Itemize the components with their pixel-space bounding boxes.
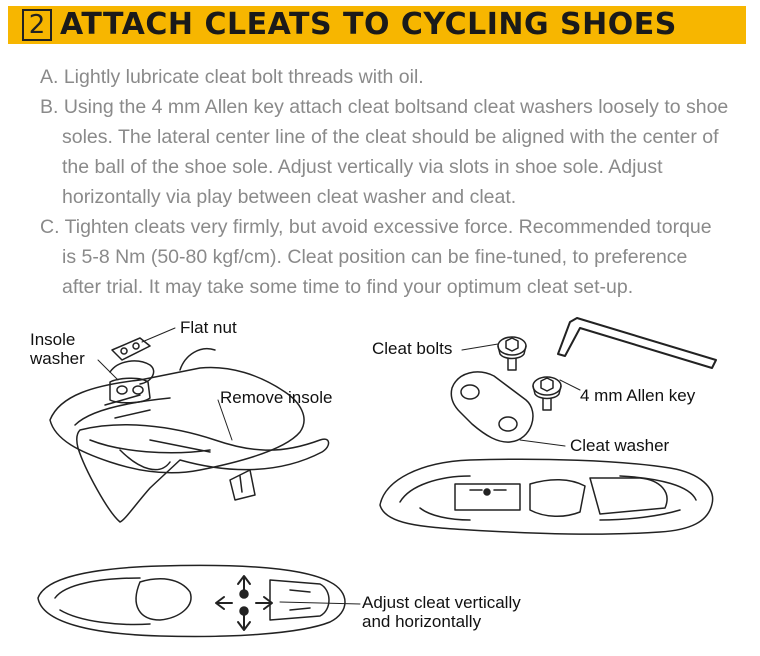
instruction-a-line-1: A. Lightly lubricate cleat bolt threads … [40,66,424,88]
cleat-bolts-label: Cleat bolts [372,339,453,358]
insole-washer-label-line-2: washer [30,349,85,368]
shoe-sole-bottom-illustration [37,564,346,638]
step-number: 2 [28,10,46,40]
instruction-b-line-2: soles. The lateral center line of the cl… [62,126,719,148]
insole-illustration [75,424,330,523]
insole-washer-label-line-1: Insole [30,330,76,349]
section-header-bar [8,6,746,44]
instruction-b-line-1: B. Using the 4 mm Allen key attach cleat… [40,96,729,118]
section-title: ATTACH CLEATS TO CYCLING SHOES [60,7,677,42]
shoe-sole-top-illustration [379,458,714,535]
cleat-washer-illustration [450,371,534,443]
instruction-c-line-1: C. Tighten cleats very firmly, but avoid… [40,216,712,238]
instruction-c-line-3: after trial. It may take some time to fi… [62,276,634,298]
allen-key-label: 4 mm Allen key [580,386,696,405]
instructions-text: A. Lightly lubricate cleat bolt threads … [40,62,740,302]
flat-nut-illustration [111,337,151,361]
cleat-washer-label: Cleat washer [570,436,670,455]
adjust-label-line-2: and horizontally [362,612,482,631]
adjust-label-line-1: Adjust cleat vertically [362,593,521,612]
instruction-b-line-4: horizontally via play between cleat wash… [62,186,517,208]
flat-nut-label: Flat nut [180,318,237,337]
cleat-bolt-2-illustration [532,376,562,411]
instruction-c-line-2: is 5-8 Nm (50-80 kgf/cm). Cleat position… [62,246,688,268]
instruction-b-line-3: the ball of the shoe sole. Adjust vertic… [62,156,663,178]
shoe-upper-illustration [49,348,305,501]
step-number-box: 2 [22,9,52,41]
remove-insole-label: Remove insole [220,388,333,407]
cleat-bolt-1-illustration [497,336,527,371]
adjustment-arrows-icon [215,575,273,631]
allen-key-icon [557,317,717,369]
insole-washer-illustration [109,377,151,404]
